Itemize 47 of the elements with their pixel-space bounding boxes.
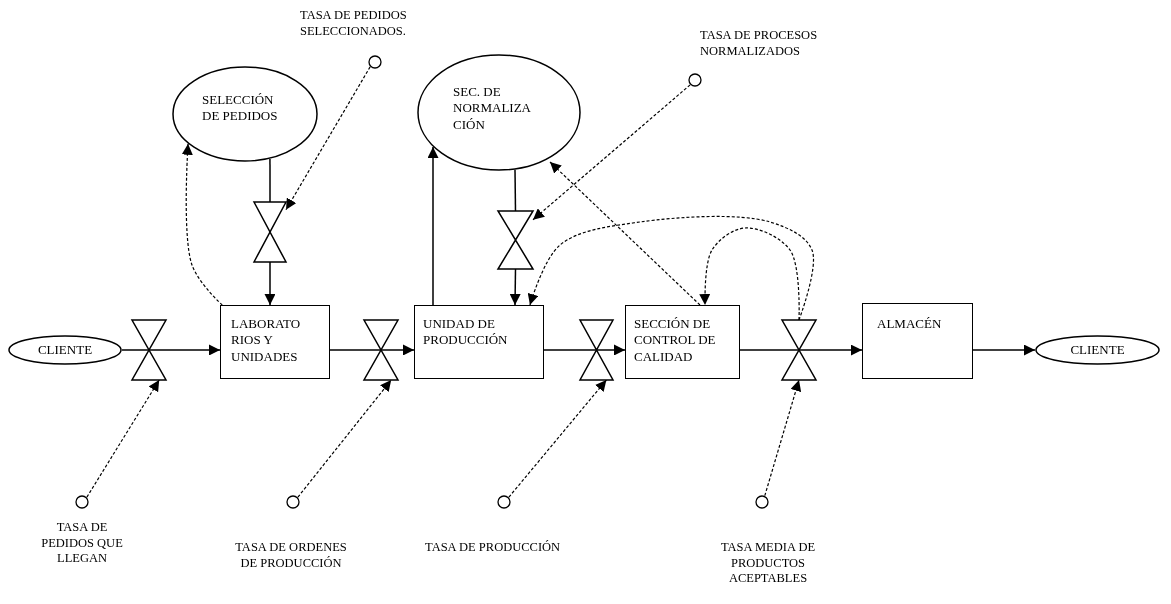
stock-box: [625, 305, 740, 379]
ellipse-node: [172, 66, 318, 162]
auxiliary-circle: [368, 55, 382, 69]
variable-label: TASA DE PRODUCCIÓN: [425, 540, 562, 556]
dashed-arrow: [532, 84, 691, 221]
node-label: SELECCIÓN DE PEDIDOS: [202, 92, 279, 125]
node-label: UNIDAD DE PRODUCCIÓN: [423, 316, 509, 349]
flow-line: [269, 158, 271, 203]
node-label: LABORATO RIOS Y UNIDADES: [231, 316, 302, 365]
valve-symbol: [132, 320, 166, 380]
variable-label: TASA DE PEDIDOS SELECCIONADOS.: [300, 8, 408, 40]
stock-box: [414, 305, 544, 379]
node-label: SECCIÓN DE CONTROL DE CALIDAD: [634, 316, 717, 365]
flow-line: [514, 169, 517, 212]
auxiliary-circle: [75, 495, 89, 509]
auxiliary-circle: [688, 73, 702, 87]
valve-symbol: [782, 320, 816, 380]
node-label: ALMACÉN: [877, 316, 943, 333]
variable-label: TASA DE PEDIDOS QUE LLEGAN: [40, 520, 124, 567]
dashed-arrow: [181, 143, 223, 306]
arrow: [427, 146, 439, 306]
variable-label: TASA DE ORDENES DE PRODUCCIÓN: [234, 540, 348, 572]
valve-symbol: [254, 202, 286, 262]
valve-symbol: [580, 320, 613, 380]
valve-symbol: [364, 320, 398, 380]
source-ellipse: [1035, 335, 1160, 365]
node-label: CLIENTE: [1069, 342, 1126, 359]
stock-box: [220, 305, 330, 379]
dashed-arrow: [549, 161, 701, 306]
source-ellipse: [8, 335, 122, 365]
dashed-arrow: [527, 215, 815, 321]
dashed-arrow: [285, 66, 371, 211]
flow-line: [739, 349, 800, 351]
auxiliary-circle: [286, 495, 300, 509]
node-label: CLIENTE: [36, 342, 94, 359]
arrow: [972, 344, 1036, 356]
node-label: SEC. DE NORMALIZA CIÓN: [453, 84, 532, 133]
auxiliary-circle: [497, 495, 511, 509]
valve-symbol: [498, 211, 533, 269]
auxiliary-circle: [755, 495, 769, 509]
ellipse-node: [417, 54, 581, 171]
flow-line: [329, 349, 382, 351]
variable-label: TASA DE PROCESOS NORMALIZADOS: [700, 28, 819, 60]
stock-box: [862, 303, 973, 379]
flow-line: [121, 349, 150, 351]
variable-label: TASA MEDIA DE PRODUCTOS ACEPTABLES: [719, 540, 817, 587]
dashed-arrow: [699, 227, 800, 321]
